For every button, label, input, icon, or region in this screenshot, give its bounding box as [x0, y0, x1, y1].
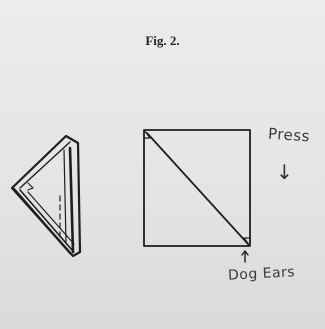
- triangle-fold-edge: [64, 150, 66, 242]
- square-with-diagonal: [144, 130, 250, 246]
- dog-ears-arrow: [242, 251, 248, 262]
- square-diagonal: [147, 133, 248, 244]
- triangle-inner-edge-1: [20, 142, 70, 188]
- triangle-shadow-edge: [14, 189, 70, 253]
- triangle-right-edge: [70, 148, 73, 252]
- triangle-inner-edge-2: [20, 190, 72, 250]
- triangle-small-mark: [28, 183, 33, 190]
- press-label: Press: [267, 125, 310, 146]
- figure-title: Fig. 2.: [0, 33, 325, 49]
- folded-triangle: [12, 136, 80, 256]
- press-arrow-icon: ↓: [276, 160, 293, 184]
- triangle-inner-edge-3: [28, 192, 74, 244]
